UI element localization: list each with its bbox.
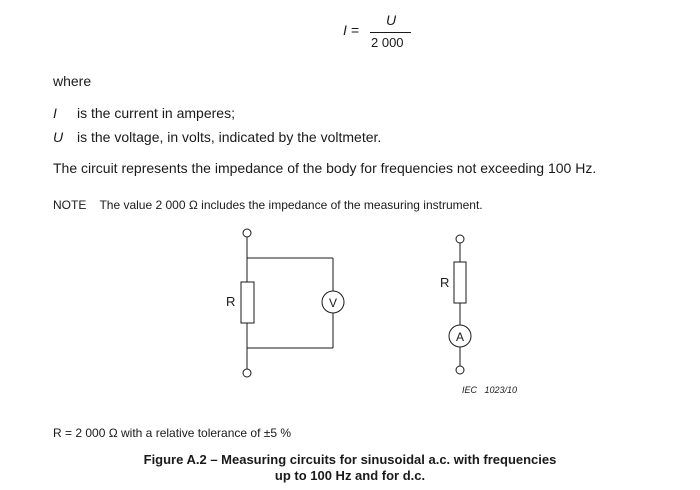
formula-lhs: I = xyxy=(343,22,359,38)
ammeter-symbol: A xyxy=(456,330,464,344)
fraction-bar xyxy=(370,32,411,33)
right-terminal-top xyxy=(455,234,465,244)
note-text: NOTE The value 2 000 Ω includes the impe… xyxy=(53,198,483,212)
figure-caption-line2: up to 100 Hz and for d.c. xyxy=(274,468,426,483)
right-resistor xyxy=(453,261,467,304)
definition-text-u: is the voltage, in volts, indicated by t… xyxy=(77,129,382,145)
formula-numerator: U xyxy=(386,12,397,28)
figure-caption-line1: Figure A.2 – Measuring circuits for sinu… xyxy=(143,452,557,467)
iec-reference: IEC 1023/10 xyxy=(462,385,517,395)
left-terminal-bottom xyxy=(242,368,252,378)
left-resistor xyxy=(240,281,255,324)
left-resistor-label: R xyxy=(226,294,235,309)
where-label: where xyxy=(53,73,92,89)
voltmeter-symbol: V xyxy=(329,296,337,310)
impedance-paragraph: The circuit represents the impedance of … xyxy=(53,160,597,176)
right-resistor-label: R xyxy=(440,275,449,290)
formula-denominator: 2 000 xyxy=(371,35,404,50)
definition-text-i: is the current in amperes; xyxy=(77,105,235,121)
voltmeter-circle xyxy=(321,290,345,314)
definition-symbol-i: I xyxy=(53,105,57,121)
resistor-tolerance-note: R = 2 000 Ω with a relative tolerance of… xyxy=(53,426,292,440)
definition-symbol-u: U xyxy=(53,129,64,145)
left-terminal-top xyxy=(242,228,252,238)
right-terminal-bottom xyxy=(455,365,465,375)
